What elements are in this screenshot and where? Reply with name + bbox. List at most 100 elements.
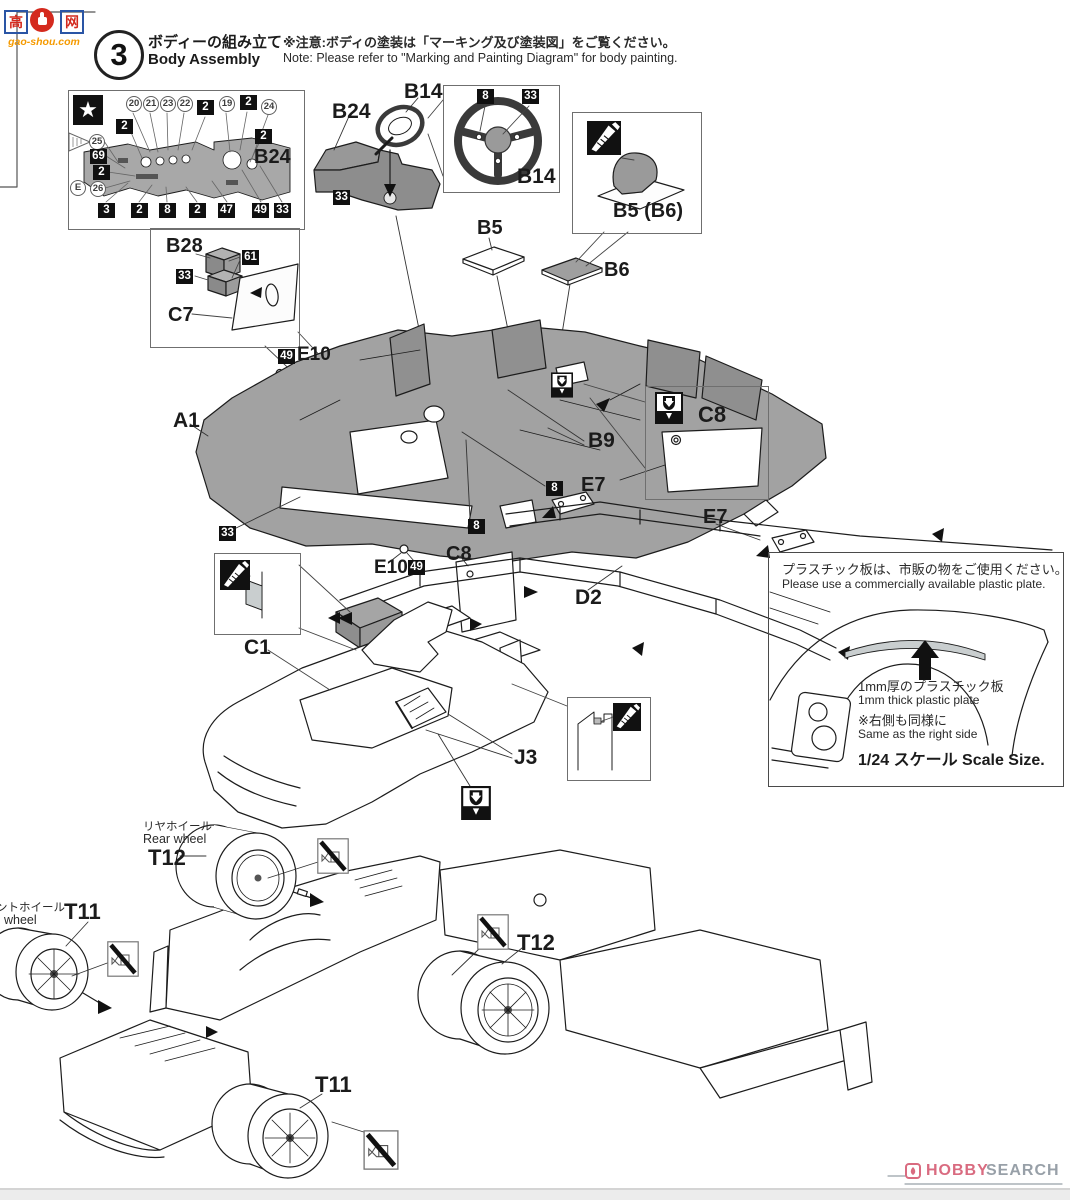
watermark-gear-icon [30, 8, 54, 32]
part-label-e10-top: E10 [297, 344, 331, 365]
decal-badge: 19 [219, 96, 235, 112]
decal-badge: 69 [90, 149, 107, 164]
decal-badge: 49 [252, 203, 269, 218]
b5-inset-drawing [597, 152, 685, 210]
step-number-circle: 3 [94, 30, 144, 80]
b14-inset-box [443, 85, 560, 193]
wheel-t12-rear-drawing [175, 824, 319, 920]
paint-note-en: Note: Please refer to "Marking and Paint… [283, 51, 678, 65]
e10-bottom-drawing [391, 544, 415, 562]
part-label-t11-front: T11 [64, 899, 101, 924]
decal-badge: 2 [255, 129, 272, 144]
part-label-j3: J3 [514, 746, 538, 769]
previous-box-border [0, 11, 96, 188]
watermark-char-left: 高 [4, 10, 28, 34]
no-glue-icon [107, 941, 139, 977]
decal-badge: 2 [240, 95, 257, 110]
part-label-b14: B14 [404, 80, 443, 103]
part-e7-drawings [542, 491, 815, 558]
knife-cut-icon [220, 560, 250, 590]
decal-badge: 33 [274, 203, 291, 218]
part-label-b6: B6 [604, 259, 630, 281]
note-side-jp: ※右側も同様に [858, 713, 947, 728]
note-scale-label: 1/24 スケール Scale Size. [858, 752, 1045, 769]
part-label-c7: C7 [168, 304, 194, 326]
wheel-t12-right-drawing [417, 947, 550, 1055]
c1-inset-box [214, 553, 301, 635]
floor-pan-drawing [189, 319, 827, 563]
front-wheel-label-jp: ントホイール [0, 902, 65, 914]
decal-badge: 2 [131, 203, 148, 218]
part-b28-c7-drawing [191, 247, 353, 400]
part-label-b5: B5 [477, 217, 503, 239]
part-c8-drawing [455, 383, 763, 633]
fender-note-drawing [769, 591, 1049, 769]
knife-cut-icon [613, 703, 641, 731]
rear-wheel-label-en: Rear wheel [143, 832, 207, 846]
c8-inset-box [645, 386, 769, 500]
chassis-drawing [57, 849, 873, 1159]
plastic-plate-note-box [768, 552, 1064, 787]
decal-square: 33 [333, 190, 350, 205]
panel-inset-part-label: B24 [254, 146, 291, 168]
part-label-t12-right: T12 [517, 930, 555, 955]
no-glue-icon [477, 914, 509, 950]
decal-badge: 23 [160, 96, 176, 112]
decal-square: 8 [546, 481, 563, 496]
step-number: 3 [110, 37, 128, 72]
decal-square: 33 [219, 526, 236, 541]
part-label-b5b6: B5 (B6) [613, 200, 684, 222]
hobby-search-flame-icon [905, 1163, 921, 1179]
dashboard-decal-diagram [83, 111, 291, 203]
decal-square: 61 [242, 250, 259, 265]
logo-brand-primary: HOBBY [926, 1162, 989, 1179]
part-label-b28: B28 [166, 235, 203, 257]
decal-square: 33 [522, 89, 539, 104]
decal-badge: 24 [261, 99, 277, 115]
part-label-d2: D2 [575, 586, 602, 609]
part-label-a1: A1 [173, 409, 200, 432]
front-wheel-label-en: wheel [4, 913, 37, 927]
decal-badge: 47 [218, 203, 235, 218]
part-label-t12-rear: T12 [148, 845, 186, 870]
j3-knife-inset-box [567, 697, 651, 781]
decal-badge: 8 [159, 203, 176, 218]
rear-subframe-upper-drawing [499, 499, 1053, 551]
part-b24-drawing [313, 113, 441, 335]
part-label-b24: B24 [332, 100, 371, 123]
part-label-e7-right: E7 [703, 506, 728, 528]
b28-inset-box [150, 228, 300, 348]
b5-inset-box [572, 112, 702, 234]
part-label-c8-inset: C8 [698, 402, 727, 427]
open-hole-icon [551, 372, 573, 398]
no-glue-icon [317, 838, 349, 874]
decal-badge: 21 [143, 96, 159, 112]
decal-badge: 22 [177, 96, 193, 112]
note-line1-en: Please use a commercially available plas… [782, 577, 1046, 591]
decal-badge: 25 [89, 134, 105, 150]
decal-badge: 20 [126, 96, 142, 112]
decal-badge: E [70, 180, 86, 196]
panel-decal-inset-box [68, 90, 305, 230]
wheel-t11-bottom-drawing [211, 1083, 371, 1179]
open-hole-icon [461, 786, 491, 820]
hobby-search-logo: HOBBY SEARCH [903, 1160, 1063, 1184]
part-b5-b6-drawing [462, 231, 629, 349]
decal-badge: 3 [98, 203, 115, 218]
watermark-domain: gao-shou.com [8, 36, 80, 48]
part-label-c8-plate: C8 [446, 543, 472, 565]
decal-badge: 26 [90, 181, 106, 197]
decal-badge: 2 [116, 119, 133, 134]
paint-note-jp: ※注意:ボディの塗装は「マーキング及び塗装図」をご覧ください。 [283, 35, 676, 50]
note-line1-jp: プラスチック板は、市販の物をご使用ください。 [782, 562, 1068, 577]
decal-badge: 2 [197, 100, 214, 115]
step-title-jp: ボディーの組み立て [148, 34, 282, 51]
logo-brand-secondary: SEARCH [986, 1162, 1060, 1179]
star-flag-icon: ★ [73, 95, 103, 125]
rear-wheel-label-jp: リヤホイール [143, 821, 212, 833]
decal-square: 8 [468, 519, 485, 534]
watermark-char-right: 网 [60, 10, 84, 34]
part-label-e10-bottom: E10 [374, 557, 408, 578]
